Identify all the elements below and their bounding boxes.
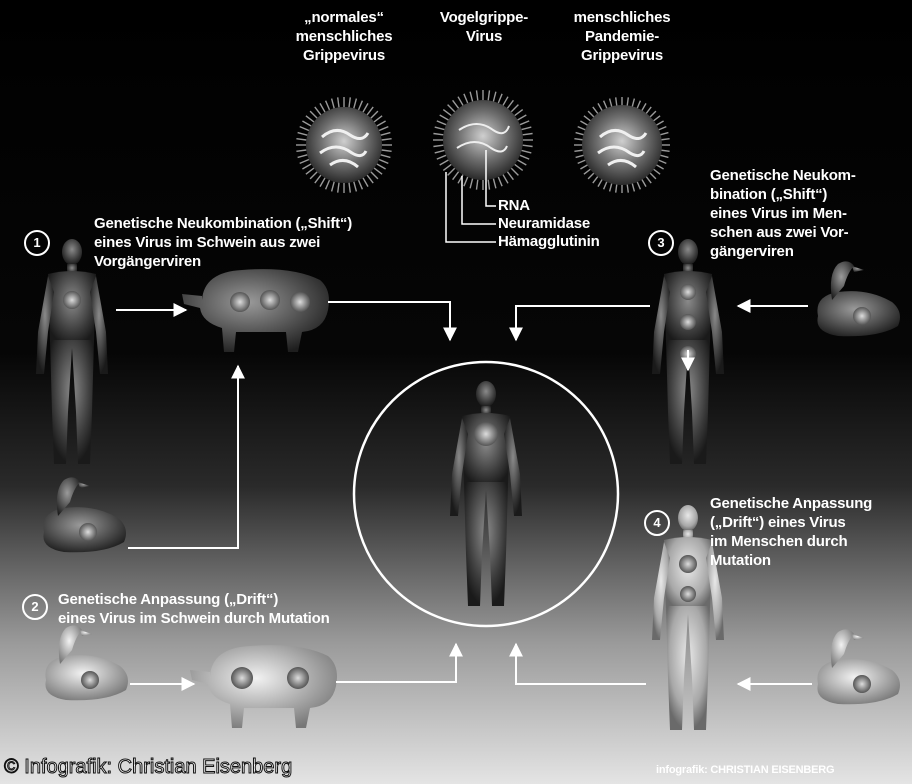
virus-normal-label: „normales“ menschliches Grippevirus xyxy=(278,8,410,65)
duck-step2-icon xyxy=(45,625,128,700)
virus-pandemic-label: menschliches Pandemie- Grippevirus xyxy=(556,8,688,65)
rna-label: RNA xyxy=(498,196,530,215)
credit-right: infografik: CHRISTIAN EISENBERG xyxy=(656,764,834,776)
virus-normal-icon xyxy=(296,97,392,193)
duck-step1-icon xyxy=(43,477,126,552)
step3-description: Genetische Neukom- bination („Shift“) ei… xyxy=(710,166,856,261)
human-step1-icon xyxy=(36,239,108,464)
arrow-pig-to-center xyxy=(328,302,450,340)
step4-number-badge: 4 xyxy=(644,510,670,536)
duck-step4-icon xyxy=(817,629,900,704)
step1-description: Genetische Neukombination („Shift“) eine… xyxy=(94,214,352,271)
pig-step2-icon xyxy=(190,645,337,728)
step3-number-badge: 3 xyxy=(648,230,674,256)
virus-normal-text: „normales“ menschliches Grippevirus xyxy=(296,9,393,64)
arrow-human3-to-center xyxy=(516,306,650,340)
step2-description: Genetische Anpassung („Drift“) eines Vir… xyxy=(58,590,330,628)
arrow-duck-to-pig xyxy=(128,366,238,548)
step2-number-badge: 2 xyxy=(22,594,48,620)
virus-pandemic-text: menschliches Pandemie- Grippevirus xyxy=(574,9,671,64)
arrow-human4-to-center xyxy=(516,644,646,684)
human-center-icon xyxy=(450,381,522,606)
credit-left: © Infografik: Christian Eisenberg xyxy=(4,756,292,779)
virus-pandemic-icon xyxy=(574,97,670,193)
credit-right-text: infografik: CHRISTIAN EISENBERG xyxy=(656,764,834,776)
pig-step1-icon xyxy=(182,269,329,352)
step4-description: Genetische Anpassung („Drift“) eines Vir… xyxy=(710,494,872,570)
neuraminidase-label: Neuramidase xyxy=(498,214,590,233)
virus-bird-label: Vogelgrippe- Virus xyxy=(420,8,548,46)
virus-bird-icon xyxy=(433,90,533,190)
step1-number-badge: 1 xyxy=(24,230,50,256)
virus-bird-text: Vogelgrippe- Virus xyxy=(440,9,528,45)
duck-step3-icon xyxy=(817,261,900,336)
arrow-pig2-to-center xyxy=(336,644,456,682)
hemagglutinin-label: Hämagglutinin xyxy=(498,232,600,251)
